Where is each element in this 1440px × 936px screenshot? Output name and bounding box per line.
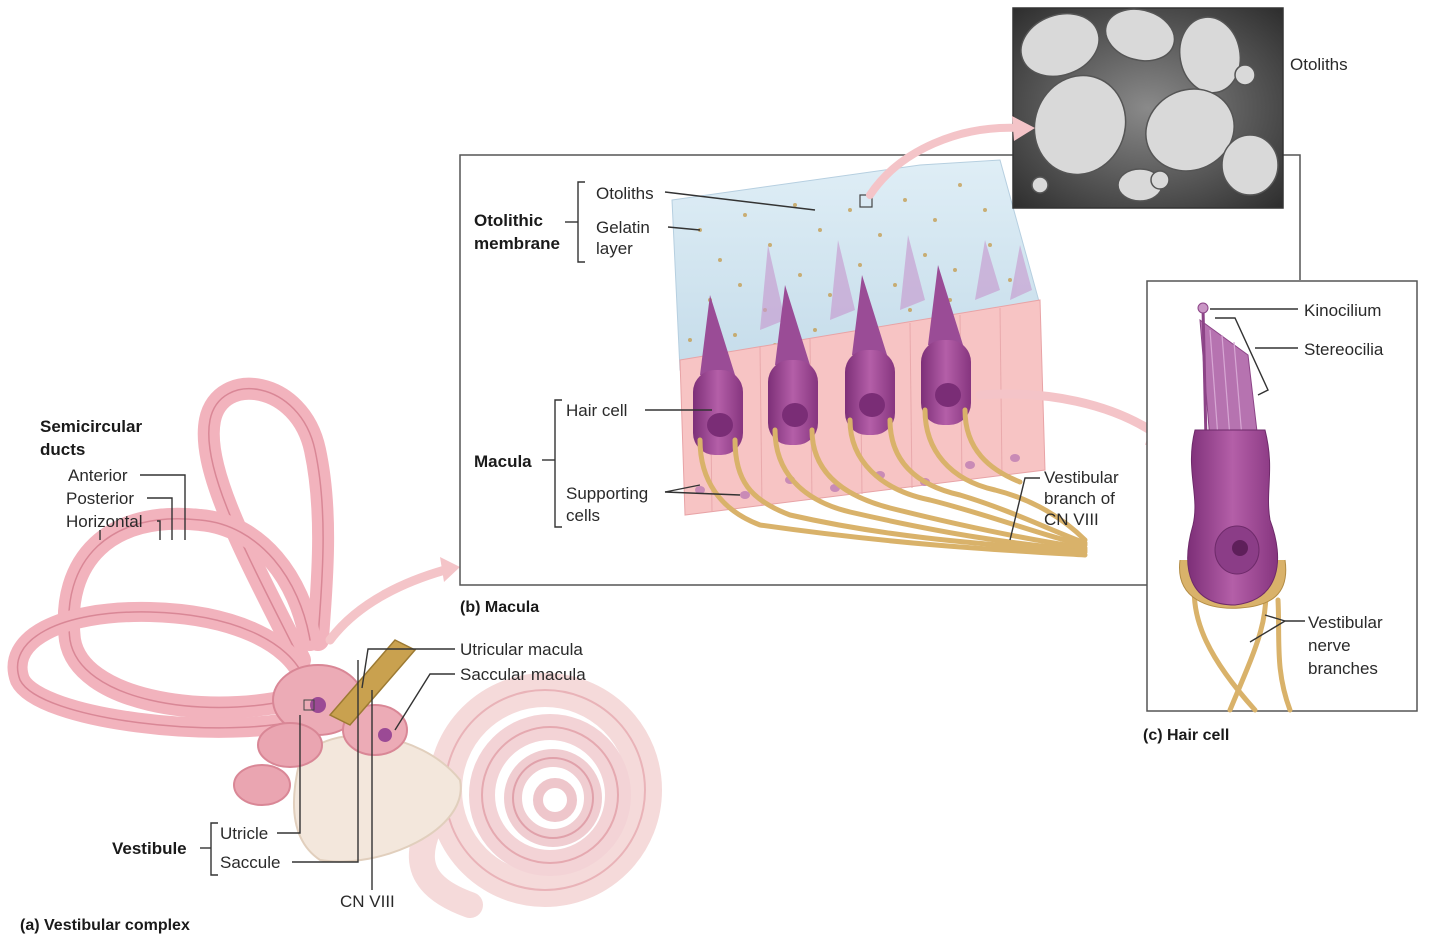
callout-arrow-b-to-c bbox=[975, 389, 1155, 435]
saccular-macula-spot bbox=[378, 728, 392, 742]
saccule-label: Saccule bbox=[220, 853, 280, 872]
callout-arrowhead-to-micrograph bbox=[1012, 116, 1035, 141]
kinocilium bbox=[1201, 307, 1208, 441]
hair-cell-panel-border bbox=[1146, 280, 1418, 712]
cn-viii-nerve bbox=[328, 639, 417, 726]
vestibular-nerve-branches-label: Vestibular bbox=[1308, 613, 1383, 632]
macula-panel: Otolithic membrane Otoliths Gelatin laye… bbox=[459, 154, 1301, 616]
utricular-macula-spot bbox=[310, 697, 326, 713]
leaders-b bbox=[542, 181, 1040, 541]
otoliths-micrograph-label: Otoliths bbox=[1290, 55, 1348, 74]
hair-cell-body bbox=[1187, 429, 1279, 606]
callout-arrow-a-to-b bbox=[325, 565, 450, 645]
otolithic-membrane-label: Otolithic bbox=[474, 211, 543, 230]
hair-cell-label-b: Hair cell bbox=[566, 401, 627, 420]
labels-c: Kinocilium Stereocilia Vestibular nerve … bbox=[1304, 301, 1384, 678]
gelatin-layer-label: Gelatin bbox=[596, 218, 650, 237]
supporting-cells-label: Supporting bbox=[566, 484, 648, 503]
semicircular-ducts-label: Semicircular bbox=[40, 417, 142, 436]
semicircular-ducts-label-2: ducts bbox=[40, 440, 85, 459]
stereocilia-label: Stereocilia bbox=[1304, 340, 1384, 359]
caption-b: (b) Macula bbox=[460, 599, 539, 616]
caption-a: (a) Vestibular complex bbox=[20, 917, 190, 934]
callout-arrowhead-a-to-b bbox=[440, 557, 460, 582]
hair-cell-3 bbox=[845, 275, 895, 435]
callout-arrow-to-micrograph bbox=[866, 123, 1024, 199]
vestibular-branch-label-2: branch of bbox=[1044, 489, 1115, 508]
hair-cell-1 bbox=[693, 295, 743, 455]
utricular-macula-label: Utricular macula bbox=[460, 640, 583, 659]
back-hair-cells bbox=[760, 235, 1032, 330]
leaders-a bbox=[99, 474, 455, 890]
ampulla-2 bbox=[233, 764, 291, 806]
saccule-body bbox=[342, 704, 408, 756]
vestibular-nerve-branches-label-2: nerve bbox=[1308, 636, 1351, 655]
ampulla-1 bbox=[257, 722, 323, 768]
vestibular-nerve-fibers-b bbox=[697, 407, 1088, 558]
cn-viii-label: CN VIII bbox=[340, 892, 395, 911]
caption-c: (c) Hair cell bbox=[1143, 727, 1229, 744]
labels-b: Otolithic membrane Otoliths Gelatin laye… bbox=[460, 184, 1119, 616]
vestibule-label: Vestibule bbox=[112, 839, 187, 858]
anterior-label: Anterior bbox=[68, 466, 128, 485]
macula-label: Macula bbox=[474, 452, 532, 471]
otoliths-label-b: Otoliths bbox=[596, 184, 654, 203]
horizontal-label: Horizontal bbox=[66, 512, 143, 531]
gelatin-layer-label-2: layer bbox=[596, 239, 633, 258]
leaders-c bbox=[1210, 308, 1305, 643]
utricle-label: Utricle bbox=[220, 824, 268, 843]
labels-a: Semicircular ducts Anterior Posterior Ho… bbox=[20, 417, 586, 934]
vestibular-branch-label: Vestibular bbox=[1044, 468, 1119, 487]
saccular-macula-label: Saccular macula bbox=[460, 665, 586, 684]
otolith-micrograph: Otoliths bbox=[1012, 7, 1348, 209]
hair-cell-panel: Kinocilium Stereocilia Vestibular nerve … bbox=[1143, 280, 1418, 744]
semicircular-ducts bbox=[7, 377, 335, 738]
vestibular-complex-illustration bbox=[7, 377, 662, 918]
hair-cell-2 bbox=[768, 285, 818, 445]
otolithic-membrane-label-2: membrane bbox=[474, 234, 560, 253]
hair-cell-4 bbox=[921, 265, 971, 425]
vestibular-nerve-branches-label-3: branches bbox=[1308, 659, 1378, 678]
kinocilium-label: Kinocilium bbox=[1304, 301, 1381, 320]
vestibular-branch-label-3: CN VIII bbox=[1044, 510, 1099, 529]
utricular-macula-box bbox=[303, 699, 315, 711]
front-hair-cells bbox=[693, 265, 971, 455]
supporting-cells-label-2: cells bbox=[566, 506, 600, 525]
posterior-label: Posterior bbox=[66, 489, 134, 508]
